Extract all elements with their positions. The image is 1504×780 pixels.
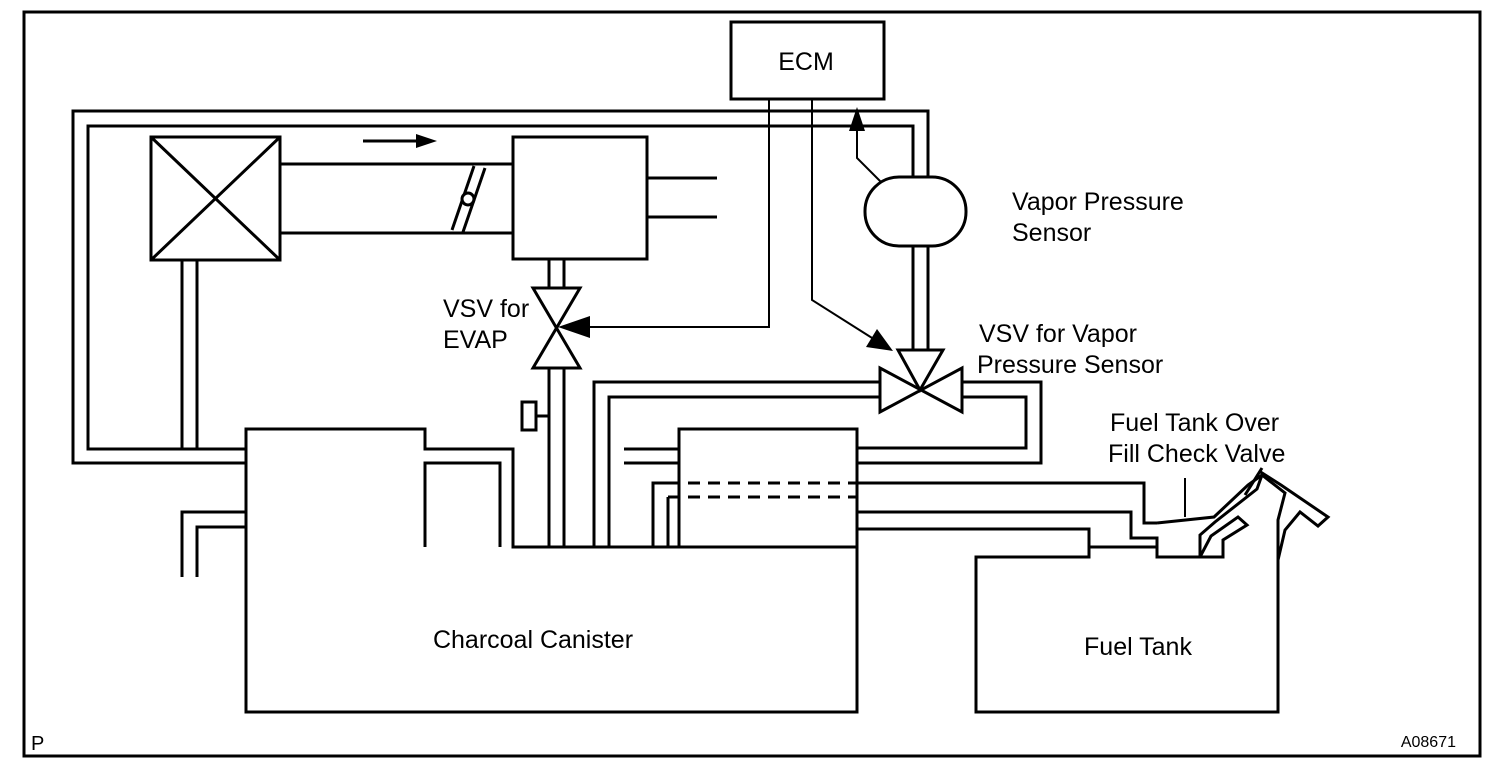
filler-cap-top: [1243, 467, 1264, 496]
check-valve-pipe-bottom: [857, 510, 1159, 557]
figure-id-label: A08671: [1401, 734, 1456, 751]
ecm-label: ECM: [778, 48, 834, 76]
charcoal-canister: [244, 427, 859, 714]
vsv-evap-label-2: EVAP: [443, 326, 508, 354]
air-cleaner-pipe-b: [195, 260, 246, 451]
vsv-evap-valve: [530, 286, 583, 370]
vsv-vapor-label-1: VSV for Vapor: [979, 320, 1137, 348]
vsv-vapor-valve-stem: [895, 348, 946, 394]
ecm-signal-evap: [585, 99, 770, 328]
sensor-signal-ecm-arrow: [849, 107, 865, 131]
corner-label-p: P: [31, 733, 44, 755]
canister-partition: [423, 461, 502, 547]
fuel-tank-label: Fuel Tank: [1084, 633, 1192, 661]
fuel-tank: [974, 472, 1287, 714]
air-cleaner-cross-2: [149, 135, 282, 262]
canister-vent-b: [195, 525, 246, 577]
filler-cap: [1258, 469, 1331, 561]
ecm-box: [729, 20, 886, 101]
flow-arrow-head: [416, 134, 437, 148]
vapor-pressure-sensor-label-2: Sensor: [1012, 219, 1091, 247]
vsv-vapor-label-2: Pressure Sensor: [977, 351, 1163, 379]
throttle-shaft: [460, 191, 476, 207]
vapor-pressure-sensor-label-1: Vapor Pressure: [1012, 188, 1184, 216]
check-valve-pipe-outer: [651, 481, 668, 547]
charcoal-canister-label: Charcoal Canister: [433, 626, 633, 654]
check-valve-pipe-top: [857, 481, 1157, 525]
ecm-signal-vapor-arrow: [866, 329, 893, 351]
vapor-pipe-right-inner: [857, 395, 1028, 450]
tank-return-pipe: [857, 527, 1091, 557]
check-valve-label-2: Fill Check Valve: [1108, 440, 1285, 468]
intake-manifold-box: [511, 135, 649, 261]
vapor-pipe-left-outer: [592, 380, 880, 547]
filler-neck-inner: [1198, 515, 1250, 559]
ecm-signal-vapor: [811, 99, 881, 344]
check-valve-label-1: Fuel Tank Over: [1110, 409, 1279, 437]
vapor-pipe-right-outer: [857, 380, 1043, 465]
outer-frame: [22, 10, 1482, 758]
ecm-signal-evap-arrow: [558, 316, 590, 338]
vapor-pipe-left-inner: [607, 395, 880, 547]
purge-line-fitting: [520, 400, 538, 432]
vsv-evap-label-1: VSV for: [443, 295, 529, 323]
sensor-signal-ecm: [856, 126, 883, 184]
canister-right-top: [677, 427, 859, 547]
inner-pipe-loop: [86, 124, 915, 451]
vapor-pressure-sensor: [863, 175, 968, 248]
canister-vent-a: [180, 510, 246, 577]
outer-pipe-loop: [71, 109, 930, 465]
